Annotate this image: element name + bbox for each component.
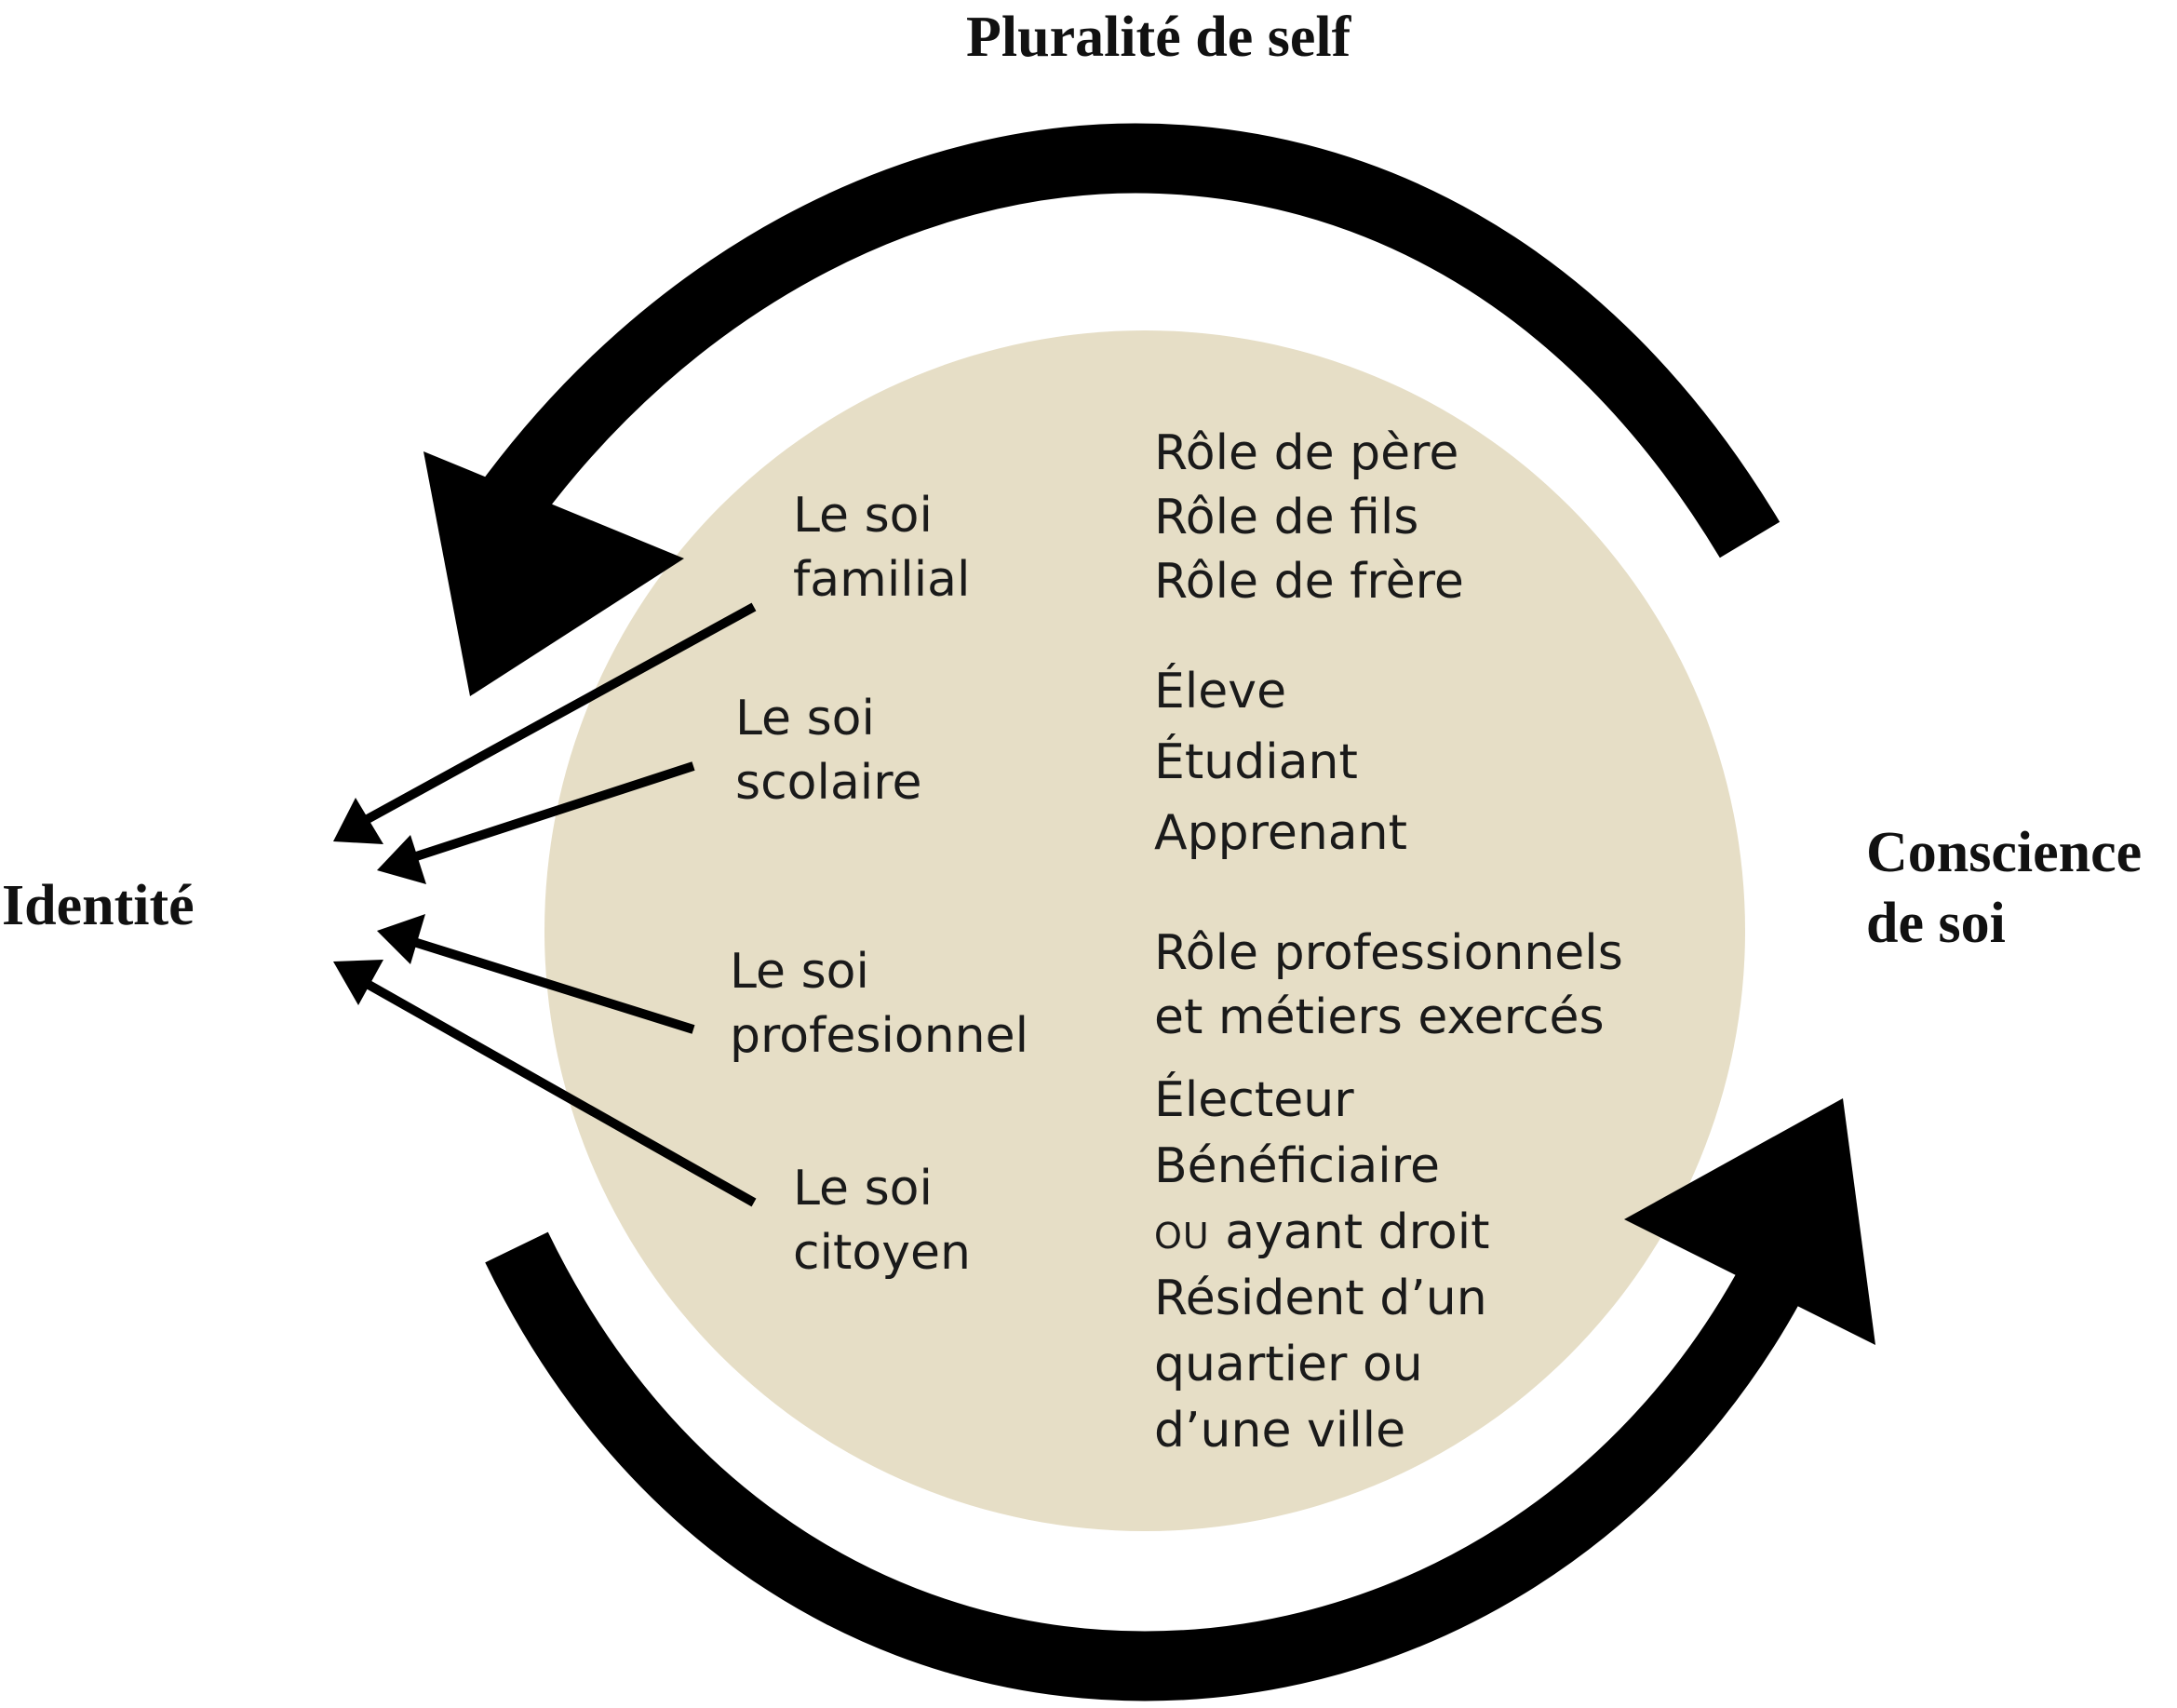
self-scolaire-line2: scolaire	[735, 755, 922, 811]
self-citoyen-line1: Le soi	[793, 1161, 933, 1217]
roles-scolaire: Éleve Étudiant Apprenant	[1154, 656, 1407, 868]
arrow-citoyen-head	[333, 960, 383, 1005]
self-familial-line1: Le soi	[793, 488, 933, 544]
role-item: Rôle de frère	[1154, 554, 1464, 610]
arrow-professionnel-head	[377, 914, 425, 964]
arrow-citoyen-line	[353, 973, 757, 1207]
arrow-scolaire-head	[377, 835, 426, 884]
role-item: Rôle professionnels	[1154, 925, 1623, 981]
role-ou-word: OU	[1154, 1216, 1210, 1257]
heading-conscience-line1: Conscience	[1866, 821, 2143, 884]
self-familial-line2: familial	[793, 552, 971, 608]
heading-pluralite: Pluralité de self	[966, 2, 1351, 73]
self-citoyen: Le soi citoyen	[793, 1157, 971, 1285]
role-item: Apprenant	[1154, 805, 1407, 861]
heading-identite-text: Identité	[2, 874, 195, 937]
bottom-cycle-arrow-head	[1624, 1098, 1875, 1345]
self-professionnel-line2: profesionnel	[730, 1008, 1029, 1064]
self-professionnel: Le soi profesionnel	[730, 940, 1028, 1069]
heading-conscience-line2: de soi	[1866, 892, 2006, 955]
top-cycle-arrow-head	[423, 451, 684, 696]
self-professionnel-line1: Le soi	[730, 944, 869, 1000]
heading-pluralite-text: Pluralité de self	[966, 6, 1351, 69]
role-item-ou-line: OU ayant droit	[1154, 1200, 1490, 1266]
bottom-cycle-arrow-body	[485, 1231, 1814, 1701]
role-ou-rest: ayant droit	[1225, 1204, 1490, 1260]
heading-conscience: Conscience de soi	[1866, 817, 2142, 959]
role-item: Éleve	[1154, 664, 1287, 720]
self-scolaire: Le soi scolaire	[735, 687, 921, 815]
self-scolaire-line1: Le soi	[735, 691, 875, 746]
arrow-scolaire-line	[400, 761, 695, 866]
role-item: Rôle de fils	[1154, 490, 1419, 545]
role-item: Rôle de père	[1154, 425, 1459, 481]
roles-professionnel: Rôle professionnels et métiers exercés	[1154, 921, 1623, 1050]
role-item: Électeur	[1154, 1072, 1354, 1128]
roles-citoyen: Électeur Bénéficiaire OU ayant droit Rés…	[1154, 1068, 1490, 1464]
arrow-professionnel-line	[400, 934, 695, 1034]
heading-identite: Identité	[2, 870, 195, 941]
role-item: Bénéficiaire	[1154, 1138, 1440, 1194]
self-familial: Le soi familial	[793, 484, 970, 612]
roles-familial: Rôle de père Rôle de fils Rôle de frère	[1154, 422, 1464, 614]
central-circle	[544, 330, 1745, 1531]
role-item: Étudiant	[1154, 734, 1358, 790]
role-item: d’une ville	[1154, 1403, 1406, 1459]
arrow-familial-line	[353, 602, 757, 830]
arrow-familial-head	[333, 798, 383, 844]
role-item: quartier ou	[1154, 1337, 1423, 1392]
role-item: Résident d’un	[1154, 1271, 1487, 1326]
top-cycle-arrow-body	[474, 123, 1781, 558]
role-item: et métiers exercés	[1154, 989, 1605, 1045]
self-citoyen-line2: citoyen	[793, 1225, 971, 1281]
